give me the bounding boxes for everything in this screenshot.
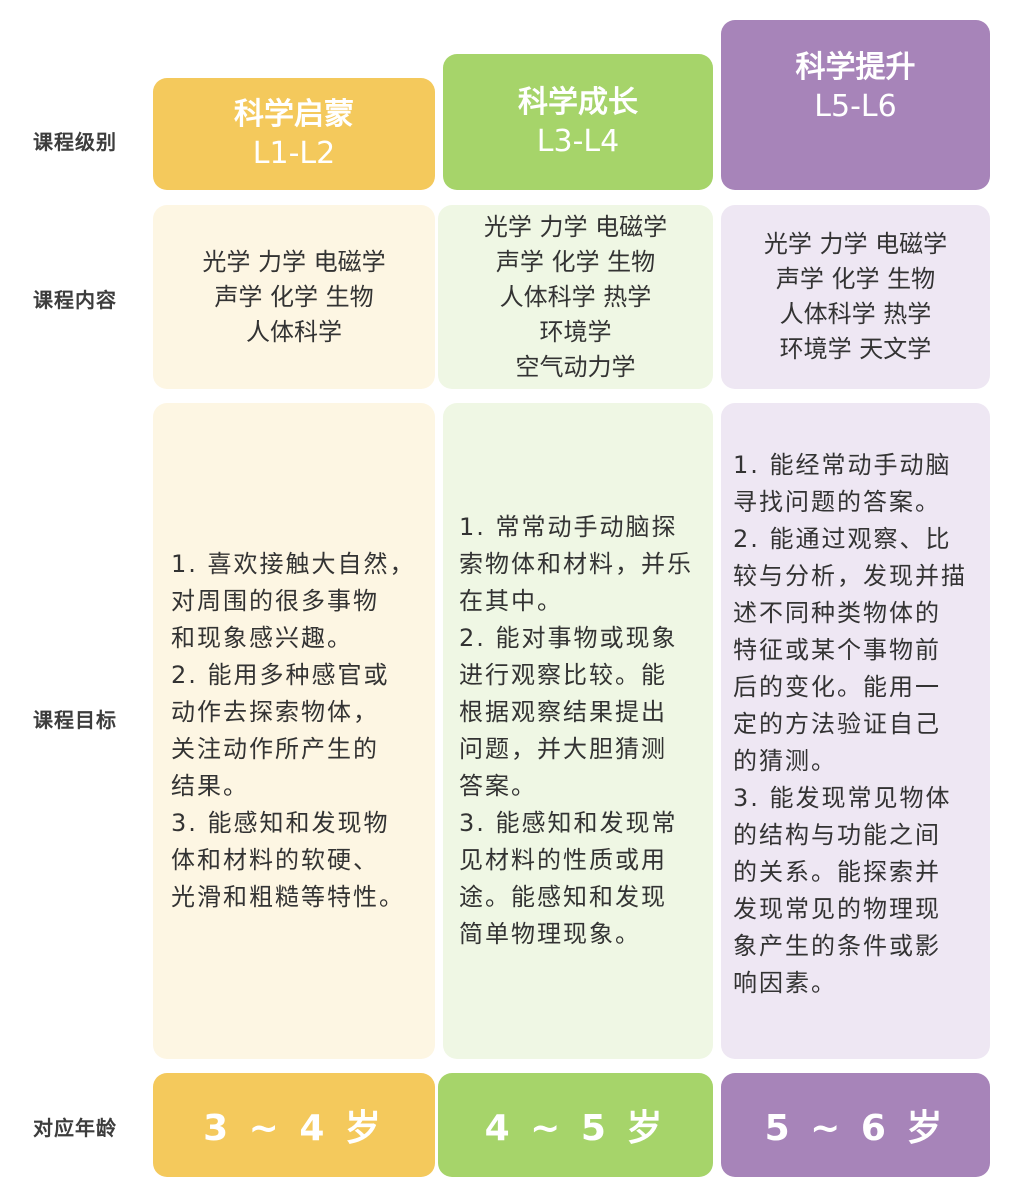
level-range: L5-L6 [814, 89, 897, 124]
content-line: 环境学 天文学 [779, 335, 932, 363]
goal-line: 1. 能经常动手动脑 [733, 451, 952, 479]
age-box-1: 3 ~ 4 岁 [153, 1073, 435, 1177]
content-line: 声学 化学 生物 [495, 247, 656, 276]
age-box-2: 4 ~ 5 岁 [438, 1073, 713, 1177]
goal-line: 的猜测。 [733, 747, 837, 775]
content-line: 空气动力学 [515, 352, 636, 381]
goal-line: 较与分析，发现并描 [733, 562, 967, 590]
content-line: 人体科学 热学 [779, 300, 932, 328]
goals-box-3: 1. 能经常动手动脑 寻找问题的答案。 2. 能通过观察、比 较与分析，发现并描… [721, 403, 990, 1059]
goal-line: 3. 能发现常见物体 [733, 784, 952, 812]
goal-line: 3. 能感知和发现物 [171, 809, 390, 837]
goal-line: 光滑和粗糙等特性。 [171, 883, 405, 911]
row-label-level: 课程级别 [33, 129, 117, 154]
goal-line: 问题，并大胆猜测 [459, 735, 667, 763]
goal-line: 根据观察结果提出 [459, 698, 667, 726]
level-title: 科学成长 [518, 85, 638, 120]
goal-line: 索物体和材料，并乐 [459, 550, 693, 578]
level-range: L3-L4 [536, 124, 620, 159]
content-box-2: 光学 力学 电磁学 声学 化学 生物 人体科学 热学 环境学 空气动力学 [438, 205, 713, 389]
content-line: 人体科学 热学 [499, 282, 652, 311]
level-title: 科学提升 [795, 50, 916, 85]
goal-line: 的关系。能探索并 [733, 858, 941, 886]
goal-line: 进行观察比较。能 [459, 661, 667, 689]
goal-line: 象产生的条件或影 [733, 932, 941, 960]
goal-line: 述不同种类物体的 [733, 599, 941, 627]
row-label-content: 课程内容 [33, 287, 117, 312]
age-text: 4 ~ 5 岁 [484, 1108, 667, 1149]
row-label-goals: 课程目标 [33, 707, 117, 732]
content-line: 光学 力学 电磁学 [763, 230, 948, 258]
goal-line: 体和材料的软硬、 [171, 846, 379, 874]
goal-line: 动作去探索物体， [171, 698, 379, 726]
content-line: 环境学 [539, 317, 612, 346]
goal-line: 对周围的很多事物 [171, 587, 379, 615]
content-line: 人体科学 [246, 317, 342, 346]
content-line: 声学 化学 生物 [775, 265, 936, 293]
content-line: 光学 力学 电磁学 [202, 247, 386, 276]
goal-line: 发现常见的物理现 [733, 895, 941, 923]
row-label-age: 对应年龄 [33, 1115, 117, 1140]
level-header-1: 科学启蒙 L1-L2 [153, 78, 435, 190]
goal-line: 的结构与功能之间 [733, 821, 941, 849]
goal-line: 1. 喜欢接触大自然， [171, 550, 416, 578]
goal-line: 2. 能用多种感官或 [171, 661, 390, 689]
goal-line: 响因素。 [733, 969, 837, 997]
goal-line: 途。能感知和发现 [459, 883, 667, 911]
goals-box-2: 1. 常常动手动脑探 索物体和材料，并乐 在其中。 2. 能对事物或现象 进行观… [443, 403, 713, 1059]
goal-line: 和现象感兴趣。 [171, 624, 353, 652]
content-line: 声学 化学 生物 [214, 282, 374, 311]
goal-line: 1. 常常动手动脑探 [459, 513, 678, 541]
content-box-3: 光学 力学 电磁学 声学 化学 生物 人体科学 热学 环境学 天文学 [721, 205, 990, 389]
content-line: 光学 力学 电磁学 [483, 212, 668, 241]
level-range: L1-L2 [252, 136, 336, 171]
goal-line: 见材料的性质或用 [459, 846, 667, 874]
goal-line: 3. 能感知和发现常 [459, 809, 678, 837]
age-box-3: 5 ~ 6 岁 [721, 1073, 990, 1177]
level-title: 科学启蒙 [234, 97, 354, 132]
goal-line: 答案。 [459, 772, 537, 800]
age-text: 5 ~ 6 岁 [764, 1108, 947, 1149]
goal-line: 定的方法验证自己 [733, 710, 941, 738]
goal-line: 在其中。 [459, 587, 563, 615]
goal-line: 2. 能通过观察、比 [733, 525, 952, 553]
content-box-1: 光学 力学 电磁学 声学 化学 生物 人体科学 [153, 205, 435, 389]
goal-line: 简单物理现象。 [459, 920, 641, 948]
level-header-2: 科学成长 L3-L4 [443, 54, 713, 190]
goal-line: 结果。 [171, 772, 249, 800]
goals-box-1: 1. 喜欢接触大自然， 对周围的很多事物 和现象感兴趣。 2. 能用多种感官或 … [153, 403, 435, 1059]
goal-line: 特征或某个事物前 [733, 636, 941, 664]
goal-line: 关注动作所产生的 [171, 735, 379, 763]
goal-line: 2. 能对事物或现象 [459, 624, 678, 652]
age-text: 3 ~ 4 岁 [203, 1108, 385, 1149]
goal-line: 后的变化。能用一 [733, 673, 941, 701]
goal-line: 寻找问题的答案。 [733, 488, 941, 516]
level-header-3: 科学提升 L5-L6 [721, 20, 990, 190]
